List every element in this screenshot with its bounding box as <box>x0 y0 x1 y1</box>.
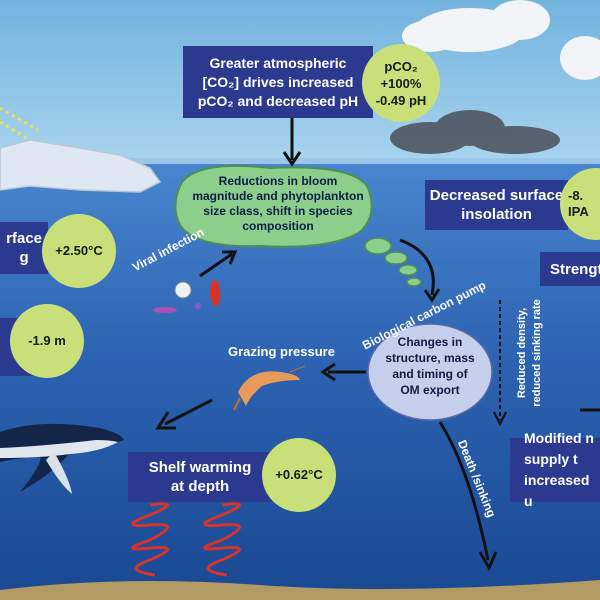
arrow-grazing-to-whale <box>164 398 213 426</box>
krill-icon <box>233 365 306 411</box>
phytoplankton-bloom <box>174 164 373 248</box>
arrow-viral <box>199 252 233 278</box>
sea-surface <box>0 158 600 164</box>
whale-icon <box>0 423 124 494</box>
virus-icon <box>153 280 221 313</box>
cloud-icon <box>402 0 600 80</box>
modified-nutrient-box: Modified n supply t increased u <box>510 430 600 509</box>
sun-rays <box>0 106 39 142</box>
shelf-temp-circle: +0.62°C <box>262 438 336 512</box>
reduced-density-label: Reduced density, reduced sinking rate <box>516 299 543 407</box>
arrow-death-sinking <box>438 421 490 561</box>
strength-box: Strengt <box>540 252 600 286</box>
arrowhead <box>282 151 302 167</box>
arrowhead <box>493 411 507 427</box>
carbon-pump-oval <box>367 323 493 421</box>
sea-level-circle: -1.9 m <box>10 304 84 378</box>
surface-temp-box: rface g <box>0 222 48 274</box>
arrow-blobs-to-pump <box>399 238 435 296</box>
heat-coils <box>131 502 241 577</box>
surface-temp-circle: +2.50°C <box>42 214 116 288</box>
arrowhead <box>478 551 498 572</box>
pco2-circle: pCO₂ +100% -0.49 pH <box>362 44 440 122</box>
smoke-cloud <box>390 110 560 154</box>
insolation-box: Decreased surface insolation <box>425 180 568 230</box>
shelf-warming-box: Shelf warming at depth <box>128 452 272 502</box>
pump-description: Changes in structure, mass and timing of… <box>385 335 475 397</box>
grazing-pressure-label: Grazing pressure <box>228 344 335 359</box>
atmospheric-co2-box: Greater atmospheric [CO₂] drives increas… <box>183 46 373 118</box>
ice-sheet <box>0 139 162 193</box>
arrowhead <box>320 362 336 382</box>
arrowhead <box>222 250 238 265</box>
arrowhead <box>155 411 176 430</box>
arrowhead <box>423 288 441 303</box>
bloom-description: Reductions in bloom magnitude and phytop… <box>192 174 364 233</box>
sinking-plankton <box>364 237 422 287</box>
seafloor <box>0 580 600 600</box>
